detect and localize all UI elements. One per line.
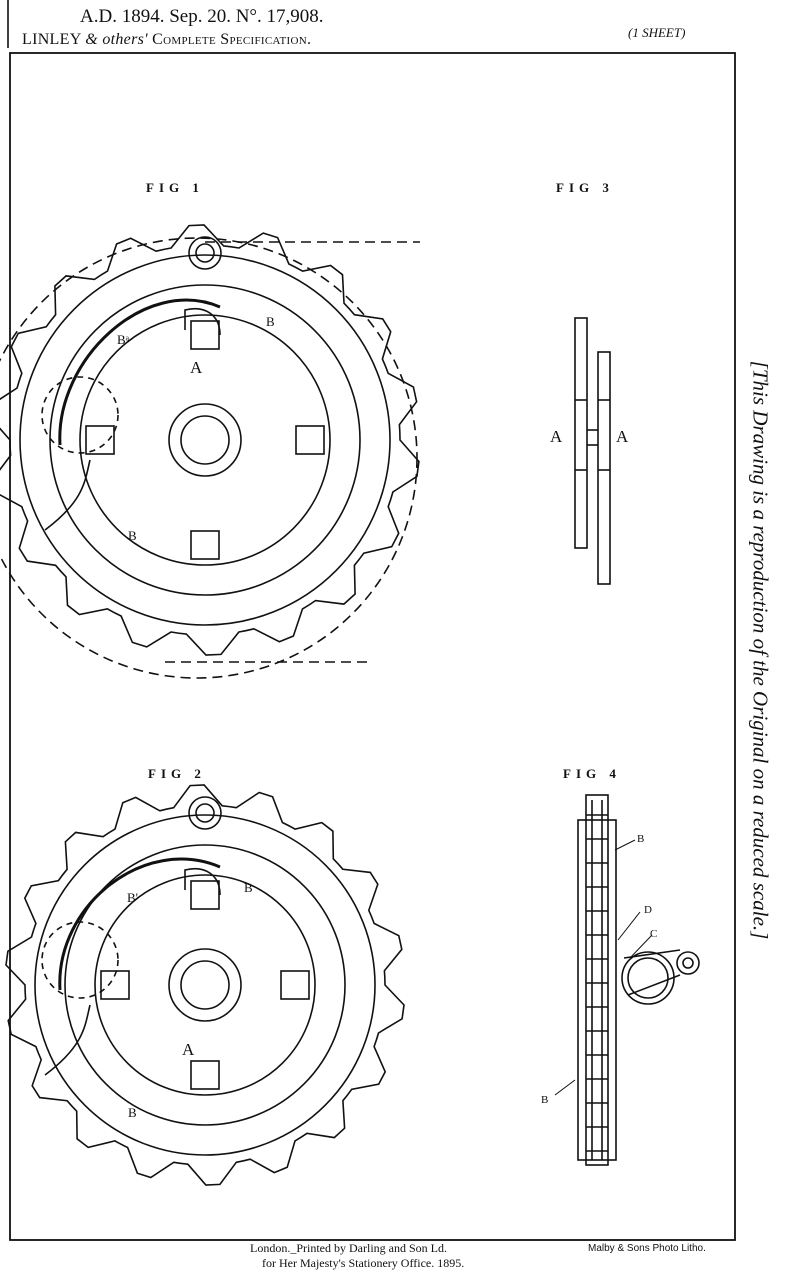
disc-edge-a — [574, 317, 588, 549]
disc-ring — [49, 284, 361, 596]
label: Bᵃ — [117, 332, 130, 347]
spring-end — [184, 308, 221, 336]
gear-teeth — [5, 784, 405, 1186]
side-plate — [577, 819, 617, 1161]
pivot-hole — [195, 803, 215, 823]
fig-4 — [554, 794, 700, 1166]
label: B — [128, 528, 137, 543]
lug — [100, 970, 130, 1000]
dashed-outline — [0, 237, 418, 679]
disc-ring-inner — [94, 874, 316, 1096]
label: A — [182, 1040, 195, 1059]
fig-2 — [5, 784, 405, 1186]
others-label: & others' — [85, 31, 148, 48]
lithographer: Malby & Sons Photo Litho. — [588, 1243, 706, 1254]
applicant-name: LINLEY — [22, 31, 81, 48]
pivot-boss — [188, 236, 222, 270]
pawl — [44, 1004, 91, 1076]
pivot-hole — [195, 243, 215, 263]
sheet-count: (1 SHEET) — [628, 25, 686, 40]
fig-4-title: FIG 4 — [563, 766, 621, 781]
spring-arm — [58, 857, 221, 991]
hub-outer — [168, 403, 242, 477]
label: B — [266, 314, 275, 329]
hub-outer — [168, 948, 242, 1022]
patent-number-header: A.D. 1894. Sep. 20. N°. 17,908. — [80, 6, 324, 27]
dashed-cam — [41, 376, 119, 454]
fig-3-title: FIG 3 — [556, 180, 614, 195]
spring-arm — [58, 298, 221, 446]
hub-inner — [180, 415, 230, 465]
lug — [85, 425, 115, 455]
dashed-cam — [41, 921, 119, 999]
label: B — [541, 1094, 548, 1106]
cam-pivot — [676, 951, 700, 975]
label: B' — [127, 890, 138, 905]
label: A — [616, 427, 629, 446]
label: D — [644, 904, 652, 916]
specification-title: LINLEY & others' Complete Specification. — [22, 31, 311, 49]
fig-2-title: FIG 2 — [148, 766, 206, 781]
lug — [190, 530, 220, 560]
spring-end — [184, 868, 221, 896]
disc-ring — [64, 844, 346, 1126]
cam-ring — [621, 951, 675, 1005]
gear-teeth — [0, 224, 420, 656]
disc-edge-b — [597, 351, 611, 585]
label: A — [550, 427, 563, 446]
label: C — [650, 928, 657, 940]
pawl — [44, 459, 91, 531]
hub-inner — [180, 960, 230, 1010]
printer-line-1: London._Printed by Darling and Son Ld. — [250, 1241, 447, 1255]
printer-line-2: for Her Majesty's Stationery Office. 189… — [262, 1256, 465, 1270]
lug — [190, 320, 220, 350]
fig-3 — [574, 317, 611, 585]
side-plate-inner — [585, 794, 609, 1166]
drawing-frame — [9, 52, 736, 1241]
lug — [280, 970, 310, 1000]
pivot-boss — [188, 796, 222, 830]
fig-1-title: FIG 1 — [146, 180, 204, 195]
label: B — [637, 833, 644, 845]
lug — [295, 425, 325, 455]
lug — [190, 880, 220, 910]
label: A — [190, 358, 203, 377]
disc-ring-inner — [79, 314, 331, 566]
gear-rim — [19, 254, 391, 626]
label: B — [128, 1105, 137, 1120]
gear-rim — [34, 814, 376, 1156]
fig-1 — [0, 224, 420, 679]
lug — [190, 1060, 220, 1090]
spec-label: Complete Specification. — [152, 31, 312, 48]
label: B — [244, 880, 253, 895]
